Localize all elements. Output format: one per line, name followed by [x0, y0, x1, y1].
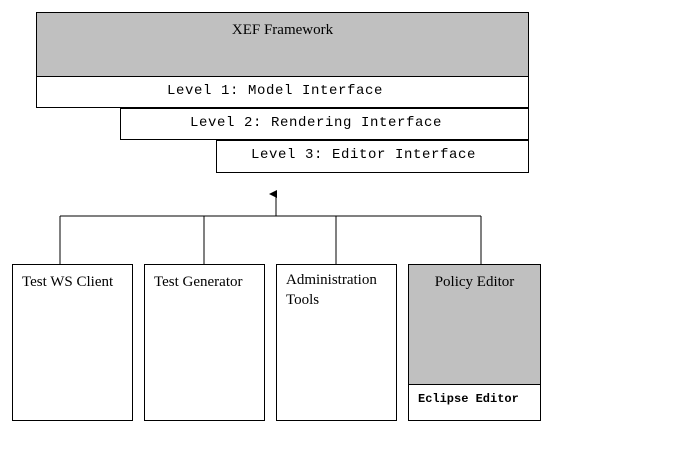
level-1-model-interface: Level 1: Model Interface	[36, 76, 529, 108]
test-generator-label: Test Generator	[154, 274, 243, 290]
test-generator-box: Test Generator	[144, 264, 265, 421]
administration-tools-label: Administration Tools	[286, 272, 377, 308]
test-ws-client-box: Test WS Client	[12, 264, 133, 421]
policy-editor-box: Policy Editor	[408, 264, 541, 385]
level-2-label: Level 2: Rendering Interface	[190, 115, 443, 131]
level-1-label: Level 1: Model Interface	[167, 83, 384, 99]
xef-framework-title: XEF Framework	[231, 22, 334, 38]
xef-framework-box: XEF Framework	[36, 12, 529, 77]
eclipse-editor-box: Eclipse Editor	[408, 384, 541, 421]
eclipse-editor-label: Eclipse Editor	[418, 392, 519, 406]
level-3-editor-interface: Level 3: Editor Interface	[216, 140, 529, 173]
level-3-label: Level 3: Editor Interface	[251, 147, 477, 163]
level-2-rendering-interface: Level 2: Rendering Interface	[120, 108, 529, 140]
test-ws-client-label: Test WS Client	[22, 274, 114, 290]
policy-editor-label: Policy Editor	[434, 274, 515, 290]
administration-tools-box: Administration Tools	[276, 264, 397, 421]
